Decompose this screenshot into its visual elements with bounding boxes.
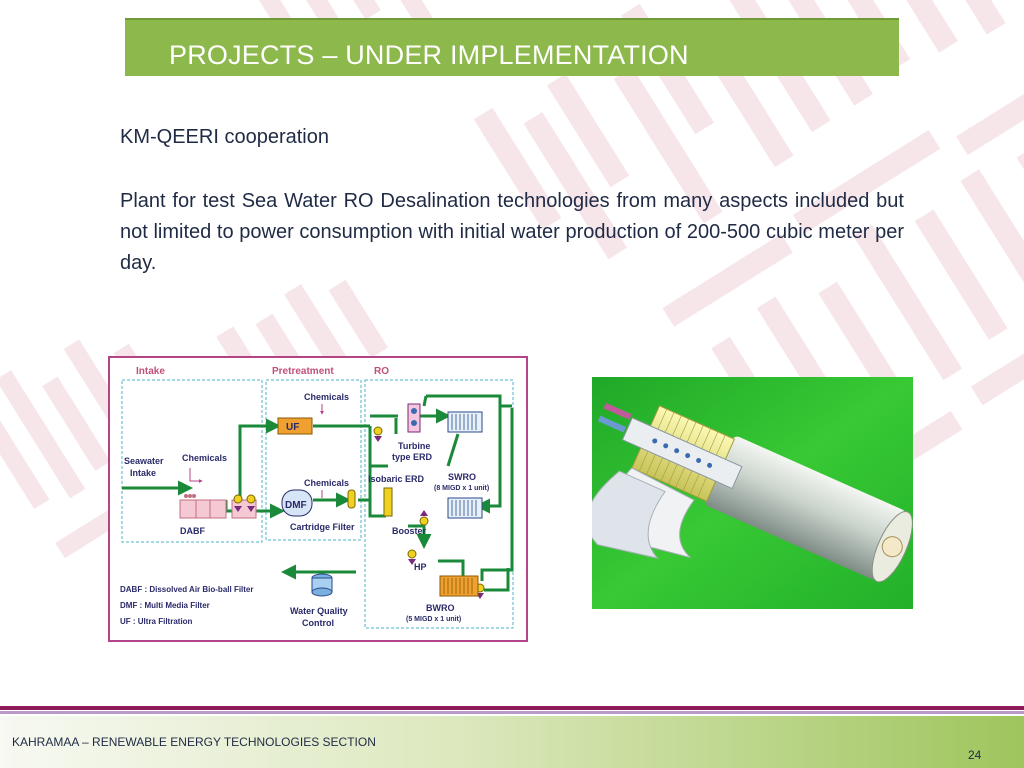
process-flow-diagram: Intake Pretreatment RO Seawater Intake C… — [108, 356, 528, 642]
booster-label: Booster — [392, 526, 427, 536]
seawater-label-1: Seawater — [124, 456, 164, 466]
pretreatment-section-box — [265, 379, 362, 541]
cartridge-filter-icon — [347, 489, 356, 509]
title-bar: PROJECTS – UNDER IMPLEMENTATION — [125, 18, 899, 76]
dmf-tank-icon — [281, 489, 313, 517]
footer-divider — [0, 706, 1024, 714]
dabf-tank-icon — [179, 494, 257, 519]
slide-paragraph: Plant for test Sea Water RO Desalination… — [120, 190, 904, 274]
isobaric-label: Isobaric ERD — [368, 474, 425, 484]
legend-item: DMF : Multi Media Filter — [120, 601, 210, 610]
turbine-erd-icon — [407, 403, 421, 433]
section-pretreatment-label: Pretreatment — [272, 366, 334, 377]
swro-label: SWRO — [448, 472, 476, 482]
water-quality-label-1: Water Quality — [290, 606, 348, 616]
dmf-label: DMF — [285, 500, 307, 511]
membrane-cartridge-icon — [439, 411, 483, 597]
dabf-label: DABF — [180, 526, 205, 536]
chemicals-mid-label: Chemicals — [304, 478, 349, 488]
tank-icon — [311, 573, 333, 597]
cartridge-label: Cartridge Filter — [290, 522, 355, 532]
bwro-sub-label: (5 MIGD x 1 unit) — [406, 616, 461, 623]
footer-band — [0, 716, 1024, 768]
isobaric-erd-icon — [383, 487, 393, 517]
turbine-label-1: Turbine — [398, 441, 430, 451]
legend-item: UF : Ultra Filtration — [120, 617, 193, 626]
uf-label: UF — [286, 422, 299, 433]
footer-org: KAHRAMAA – RENEWABLE ENERGY TECHNOLOGIES… — [12, 735, 376, 749]
seawater-label-2: Intake — [130, 468, 156, 478]
chemicals-top-label: Chemicals — [304, 392, 349, 402]
section-intake-label: Intake — [136, 366, 165, 377]
bwro-label: BWRO — [426, 603, 455, 613]
pump-icon — [233, 494, 256, 512]
section-ro-label: RO — [374, 366, 389, 377]
uf-box — [277, 417, 313, 435]
hp-label: HP — [414, 562, 427, 572]
turbine-label-2: type ERD — [392, 452, 433, 462]
legend-item: DABF : Dissolved Air Bio-ball Filter — [120, 585, 254, 594]
slide-subtitle: KM-QEERI cooperation — [120, 126, 329, 148]
ro-membrane-photo — [592, 377, 913, 609]
chemicals-intake-label: Chemicals — [182, 453, 227, 463]
water-quality-label-2: Control — [302, 618, 334, 628]
page-number: 24 — [968, 748, 982, 762]
swro-sub-label: (8 MIGD x 1 unit) — [434, 485, 489, 492]
slide-title: PROJECTS – UNDER IMPLEMENTATION — [169, 40, 689, 70]
intake-section-box — [121, 379, 263, 543]
